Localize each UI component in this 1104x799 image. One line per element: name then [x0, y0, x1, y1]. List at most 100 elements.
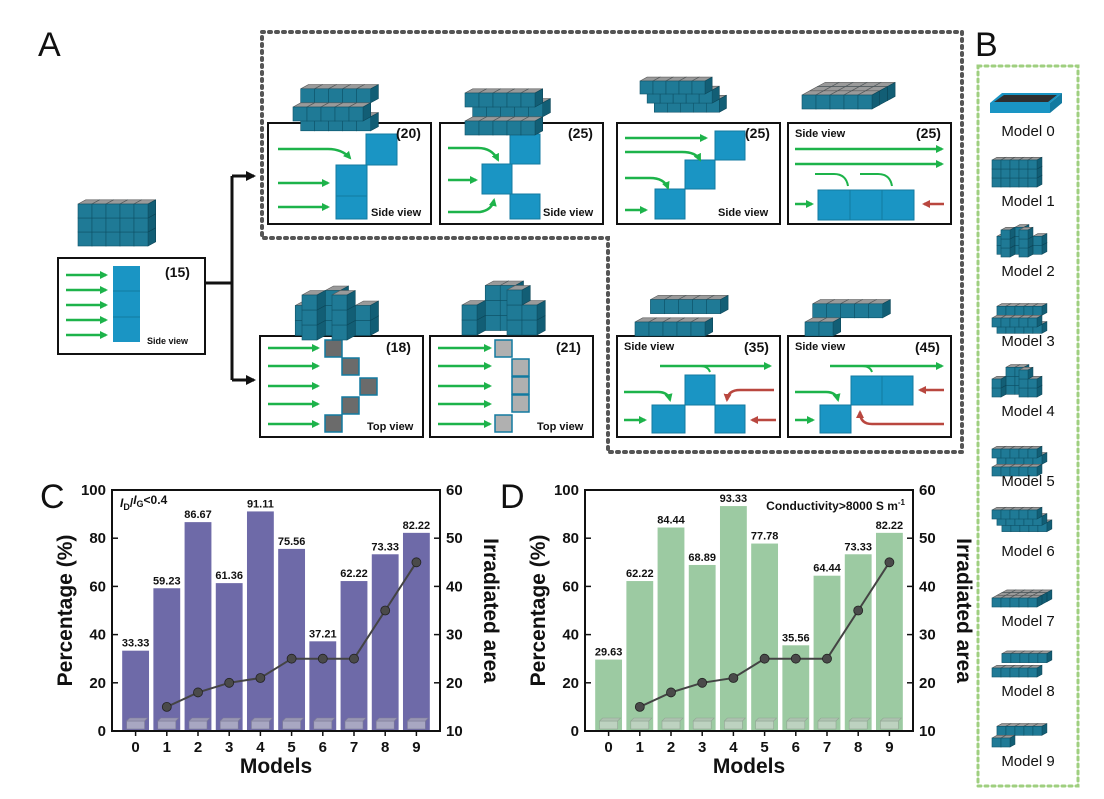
x-tick-label: 0	[131, 739, 139, 756]
bar-thumbnail	[281, 717, 305, 730]
y-tick-label: 60	[89, 578, 106, 595]
bar-thumbnail	[219, 717, 242, 730]
bar-thumbnail	[598, 717, 622, 730]
line-point	[666, 687, 676, 698]
model-item: Model 2	[996, 224, 1055, 280]
x-tick-label: 4	[256, 739, 265, 756]
y2-axis-title: Irradiated area	[479, 538, 502, 683]
model-label: Model 2	[1001, 263, 1054, 280]
schematic-view-label: Side view	[371, 207, 422, 219]
chart-d: 29.6362.2284.4468.8993.3377.7835.5664.44…	[527, 482, 975, 778]
bar-value-label: 73.33	[371, 541, 399, 553]
bar-value-label: 33.33	[122, 638, 150, 650]
schematic-view-label: Top view	[537, 421, 584, 433]
bar	[278, 548, 306, 731]
bar-value-label: 82.22	[403, 520, 431, 532]
bar	[215, 583, 243, 731]
x-tick-label: 6	[319, 739, 327, 756]
bar	[122, 650, 150, 731]
model-label: Model 3	[1001, 333, 1054, 350]
bar-thumbnail	[848, 717, 871, 730]
chart-annotation: ID/IG<0.4	[120, 493, 168, 512]
line-point	[193, 687, 203, 698]
line-point	[255, 673, 266, 683]
schematic-35: Side view (35)	[616, 335, 781, 438]
bar-value-label: 77.78	[751, 531, 779, 543]
schematic-view-label: Side view	[718, 207, 769, 219]
bar-thumbnail	[786, 717, 809, 730]
x-axis-title: Models	[713, 755, 785, 778]
schematic-count: (35)	[744, 339, 769, 355]
line-point	[161, 702, 172, 712]
schematic-view-label: Side view	[795, 341, 846, 353]
y-tick-label: 0	[571, 723, 579, 740]
bar-value-label: 91.11	[247, 498, 274, 510]
model-label: Model 1	[1001, 193, 1054, 210]
bar-thumbnail	[817, 717, 840, 730]
line-point	[286, 653, 297, 664]
plot-frame	[584, 489, 914, 732]
bar-value-label: 73.33	[844, 541, 872, 553]
bar-value-label: 35.56	[782, 632, 810, 644]
block-model-2	[464, 88, 551, 136]
x-tick-label: 1	[163, 739, 171, 756]
x-tick-label: 1	[636, 739, 644, 756]
x-tick-label: 8	[854, 739, 862, 756]
line-point	[317, 653, 328, 664]
schematic-view-label: Side view	[543, 207, 594, 219]
panel-a-letter: A	[38, 26, 61, 64]
y2-tick-label: 60	[446, 482, 463, 499]
schematic-view-label: Side view	[147, 336, 189, 346]
schematic-count: (45)	[915, 339, 940, 355]
schematic-25-a: (25) Side view	[439, 122, 604, 225]
y-tick-label: 40	[89, 627, 106, 644]
x-tick-label: 9	[885, 739, 893, 756]
x-tick-label: 7	[350, 739, 358, 756]
bar-value-label: 82.22	[876, 520, 904, 532]
bar-thumbnail	[344, 717, 367, 730]
schematic-25-b: (25) Side view	[616, 122, 781, 225]
bar	[657, 527, 685, 731]
y-axis-title: Percentage (%)	[527, 535, 550, 687]
x-tick-label: 6	[792, 739, 800, 756]
y2-tick-label: 60	[919, 482, 936, 499]
bar-thumbnail	[754, 717, 778, 730]
schematic-count: (20)	[396, 125, 421, 141]
schematic-count: (15)	[165, 264, 190, 280]
schematic-count: (18)	[386, 339, 411, 355]
block-model-1	[292, 84, 379, 132]
bar-value-label: 62.22	[340, 568, 368, 580]
block-model-5	[294, 285, 379, 341]
block-model-6	[461, 280, 546, 336]
bar-thumbnail	[125, 717, 149, 730]
model-label: Model 6	[1001, 543, 1054, 560]
y-tick-label: 60	[562, 578, 579, 595]
bar-value-label: 84.44	[657, 514, 685, 526]
block-model-4	[801, 81, 896, 110]
model-item: Model 6	[991, 506, 1055, 560]
line-point	[634, 702, 645, 712]
line-point	[853, 605, 864, 616]
dotted-region-border	[260, 30, 964, 454]
schematic-20: (20) Side view	[267, 122, 432, 225]
x-tick-label: 3	[698, 739, 706, 756]
model-label: Model 9	[1001, 753, 1054, 770]
bar-thumbnail	[157, 717, 180, 730]
bar-thumbnail	[188, 717, 211, 730]
schematic-count: (25)	[745, 125, 770, 141]
bar-value-label: 29.63	[595, 647, 623, 659]
bar	[184, 522, 212, 731]
bar-thumbnail	[661, 717, 684, 730]
model-item: Model 1	[991, 156, 1055, 210]
bar-value-label: 93.33	[720, 493, 748, 505]
line-point	[822, 653, 832, 664]
y-tick-label: 0	[98, 723, 106, 740]
schematic-count: (21)	[556, 339, 581, 355]
bar-thumbnail	[313, 717, 336, 730]
block-model-3	[639, 76, 727, 113]
model-label: Model 8	[1001, 683, 1054, 700]
model-item: Model 0	[990, 93, 1062, 140]
y2-tick-label: 10	[446, 723, 463, 740]
x-tick-label: 2	[194, 739, 202, 756]
